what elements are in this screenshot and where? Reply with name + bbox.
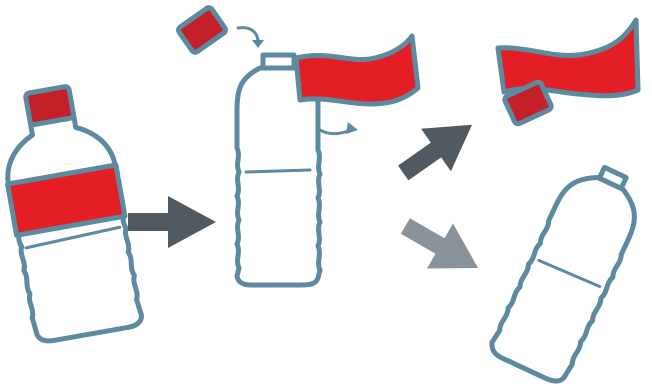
arrow-down-right-icon [392, 203, 491, 290]
curve-arrow-icon [238, 28, 258, 42]
empty-bottle-icon [488, 156, 652, 386]
flying-label-icon [296, 36, 418, 104]
arrow-up-right-icon [388, 103, 487, 194]
bottle-cap-icon [25, 86, 74, 125]
flying-cap-icon [177, 6, 227, 54]
separated-label-icon [498, 20, 638, 96]
arrow-right-icon [128, 196, 216, 248]
full-bottle-icon [0, 80, 144, 343]
